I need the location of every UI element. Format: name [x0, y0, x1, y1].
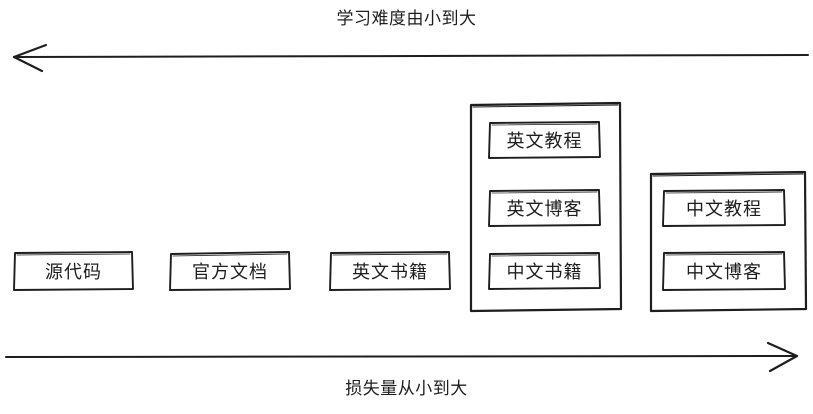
node-official-docs[interactable]: 官方文档 [170, 252, 290, 290]
node-label: 源代码 [45, 262, 102, 282]
node-chinese-books[interactable]: 中文书籍 [489, 253, 600, 289]
node-label: 官方文档 [192, 262, 268, 282]
node-label: 英文教程 [506, 131, 583, 151]
top-axis-label: 学习难度由小到大 [336, 9, 477, 28]
bottom-axis-label: 损失量从小到大 [345, 379, 468, 398]
node-label: 中文教程 [686, 199, 762, 219]
node-source-code[interactable]: 源代码 [14, 252, 133, 290]
node-chinese-tutorial[interactable]: 中文教程 [663, 190, 785, 226]
bottom-arrow-right-icon [5, 341, 799, 373]
node-label: 英文书籍 [352, 262, 428, 282]
node-english-blog[interactable]: 英文博客 [489, 190, 600, 226]
node-english-tutorial[interactable]: 英文教程 [489, 122, 600, 158]
node-label: 中文书籍 [506, 262, 583, 282]
node-label: 中文博客 [686, 262, 762, 282]
top-arrow-left-icon [12, 43, 809, 73]
node-english-books[interactable]: 英文书籍 [330, 252, 450, 290]
node-chinese-blog[interactable]: 中文博客 [663, 252, 785, 290]
node-label: 英文博客 [506, 199, 583, 219]
